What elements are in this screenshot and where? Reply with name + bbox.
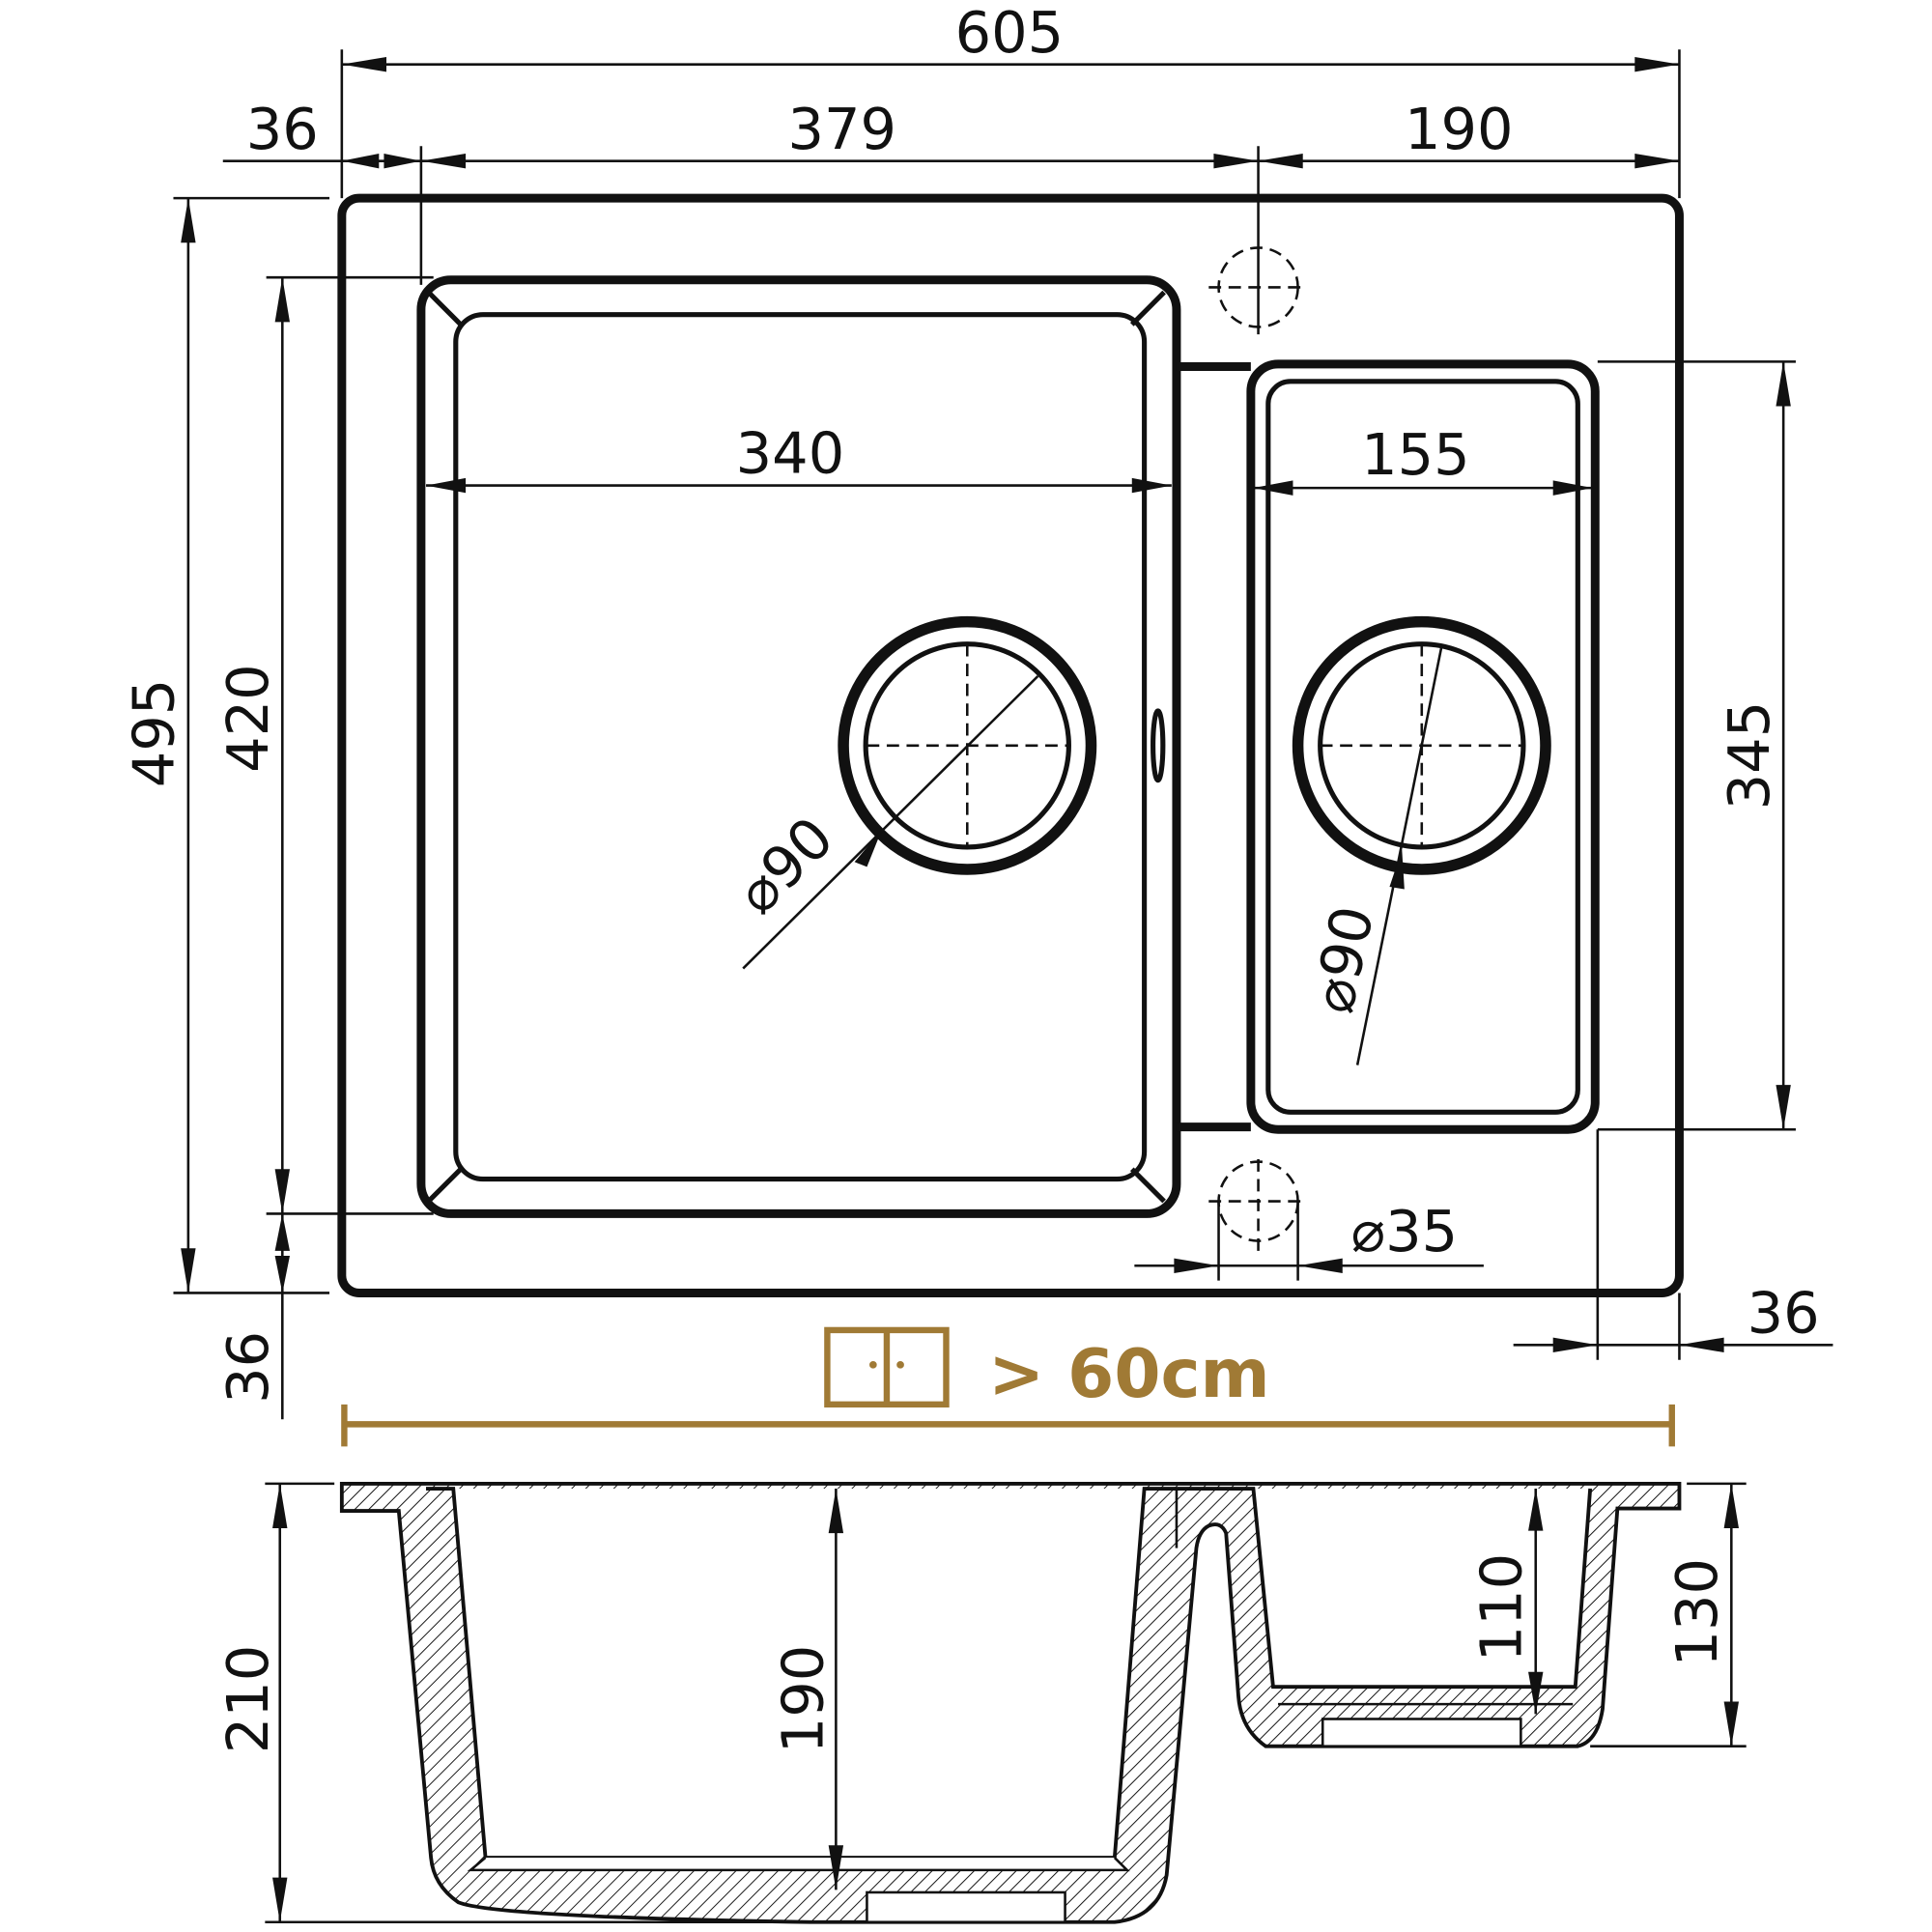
dimension-bowl-widths: 340 155 (426, 420, 1593, 496)
label-420: 420 (214, 664, 281, 773)
label-130: 130 (1663, 1558, 1730, 1667)
main-bowl (416, 275, 1181, 1218)
label-379: 379 (788, 96, 897, 162)
dimension-right: 345 36 (1513, 360, 1833, 1360)
dimension-overall-width: 605 (340, 0, 1681, 199)
label-190-top: 190 (1405, 96, 1514, 162)
drain-main: ⌀90 (724, 615, 1097, 970)
small-bowl (1246, 359, 1600, 1134)
label-36-bottom: 36 (214, 1331, 281, 1404)
tap-hole-bottom: ⌀35 (1134, 1159, 1484, 1281)
label-36-left: 36 (246, 96, 319, 162)
label-d90-small: ⌀90 (1299, 900, 1386, 1018)
dimension-row-2: 36 379 190 (222, 96, 1680, 335)
label-210: 210 (214, 1645, 281, 1754)
cabinet-indicator: > 60cm (341, 1326, 1675, 1447)
label-495: 495 (120, 679, 186, 788)
sink-outline (337, 193, 1684, 1297)
label-340: 340 (736, 420, 845, 487)
dimension-left: 495 420 36 (120, 196, 434, 1420)
section-view (339, 1481, 1682, 1924)
tap-hole-top (1208, 246, 1308, 328)
drain-small: ⌀90 (1292, 615, 1551, 1065)
label-d90-main: ⌀90 (724, 804, 846, 926)
label-d35: ⌀35 (1351, 1198, 1459, 1264)
label-110: 110 (1467, 1553, 1534, 1662)
label-345: 345 (1716, 701, 1782, 810)
label-155: 155 (1361, 421, 1470, 488)
label-605: 605 (955, 0, 1065, 66)
label-36-right: 36 (1747, 1279, 1820, 1346)
cabinet-width-label: > 60cm (988, 1336, 1270, 1413)
label-190-section: 190 (769, 1645, 836, 1754)
dimension-section: 210 190 110 130 (214, 1482, 1747, 1924)
